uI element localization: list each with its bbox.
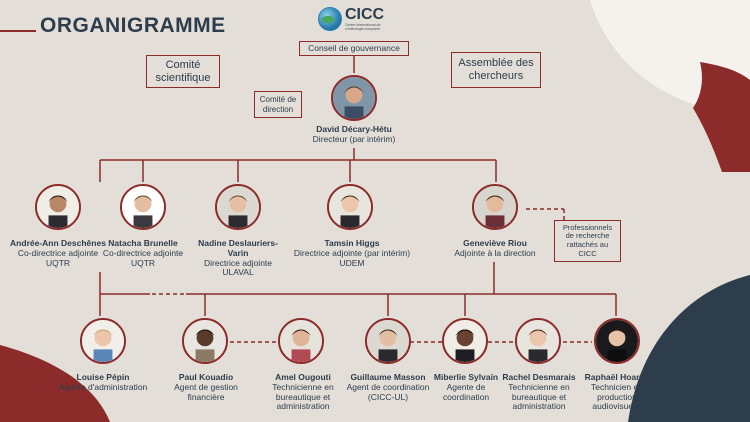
deputy-role: Directrice adjointe (par intérim) [293,247,411,258]
staff-role: Technicien en production audiovisuelle [591,381,643,412]
staff-avatar-7 [594,318,640,364]
director-role: Directeur (par intérim) [312,133,396,144]
staff-avatar-4 [365,318,411,364]
staff-name: Miberlie Sylvain [433,372,499,382]
staff-card-7: Raphaël Hoarau Technicien en production … [578,372,656,412]
logo-name: CICC [345,6,385,23]
deputy-avatar-2 [120,184,166,230]
deputy-org: UDEM [339,257,365,268]
logo-subtitle: Centre international de criminologie com… [345,23,381,31]
staff-name: Louise Pépin [76,372,130,382]
globe-icon [318,7,342,31]
deputy-avatar-4 [327,184,373,230]
staff-name: Amel Ougouti [275,372,331,382]
deputy-role: Adjointe à la direction [454,247,536,258]
staff-card-6: Rachel Desmarais Technicienne en bureaut… [496,372,582,412]
director-card: David Décary-Hétu Directeur (par intérim… [280,124,428,145]
assemblee-chercheurs-box: Assemblée des chercheurs [451,52,541,88]
staff-card-1: Louise Pépin Agente d'administration [55,372,151,393]
staff-card-4: Guillaume Masson Agent de coordination (… [346,372,430,402]
deputy-name: Nadine Deslauriers-Varin [198,238,278,258]
staff-avatar-2 [182,318,228,364]
staff-avatar-6 [515,318,561,364]
staff-avatar-5 [442,318,488,364]
deputy-avatar-1 [35,184,81,230]
deputy-name: Andrée-Ann Deschênes [10,238,106,248]
deputy-card-3: Nadine Deslauriers-Varin Directrice adjo… [188,238,288,278]
staff-card-2: Paul Kouadio Agent de gestion financière [160,372,252,402]
page-title: ORGANIGRAMME [40,14,226,37]
comite-scientifique-box: Comité scientifique [146,55,220,88]
staff-name: Guillaume Masson [350,372,426,382]
deputy-org: UQTR [130,257,156,268]
cicc-logo: CICC Centre international de criminologi… [318,7,393,31]
deputy-role: Directrice adjointe [203,257,273,268]
director-avatar [331,75,377,121]
professionnels-recherche-box: Professionnels de recherche rattachés au… [554,220,621,262]
staff-role: Technicienne en bureautique et administr… [272,381,334,412]
deputy-card-5: Geneviève Riou Adjointe à la direction [440,238,550,259]
deputy-name: Geneviève Riou [463,238,527,248]
staff-avatar-3 [278,318,324,364]
deputy-role: Co-directrice adjointe [17,247,99,258]
director-name: David Décary-Hétu [316,124,392,134]
deputy-name: Tamsin Higgs [324,238,380,248]
staff-card-5: Miberlie Sylvain Agente de coordination [426,372,506,402]
staff-name: Rachel Desmarais [502,372,576,382]
deputy-card-1: Andrée-Ann Deschênes Co-directrice adjoi… [10,238,106,268]
deputy-avatar-3 [215,184,261,230]
staff-card-3: Amel Ougouti Technicienne en bureautique… [255,372,351,412]
deputy-card-4: Tamsin Higgs Directrice adjointe (par in… [290,238,414,268]
staff-role: Agente de coordination [442,381,490,402]
staff-name: Raphaël Hoarau [584,372,650,382]
staff-role: Agente d'administration [58,381,148,392]
deputy-org: ULAVAL [222,267,254,278]
comite-direction-box: Comité de direction [254,91,302,118]
staff-role: Agent de gestion financière [174,381,238,402]
staff-role: Agent de coordination (CICC-UL) [346,381,430,402]
deputy-role: Co-directrice adjointe [102,247,184,258]
title-underline [0,30,36,32]
deputy-avatar-5 [472,184,518,230]
staff-avatar-1 [80,318,126,364]
conseil-gouvernance-box: Conseil de gouvernance [299,41,409,56]
deputy-name: Natacha Brunelle [108,238,178,248]
deputy-org: UQTR [45,257,71,268]
deputy-card-2: Natacha Brunelle Co-directrice adjointe … [97,238,189,268]
staff-name: Paul Kouadio [178,372,234,382]
staff-role: Technicienne en bureautique et administr… [508,381,570,412]
